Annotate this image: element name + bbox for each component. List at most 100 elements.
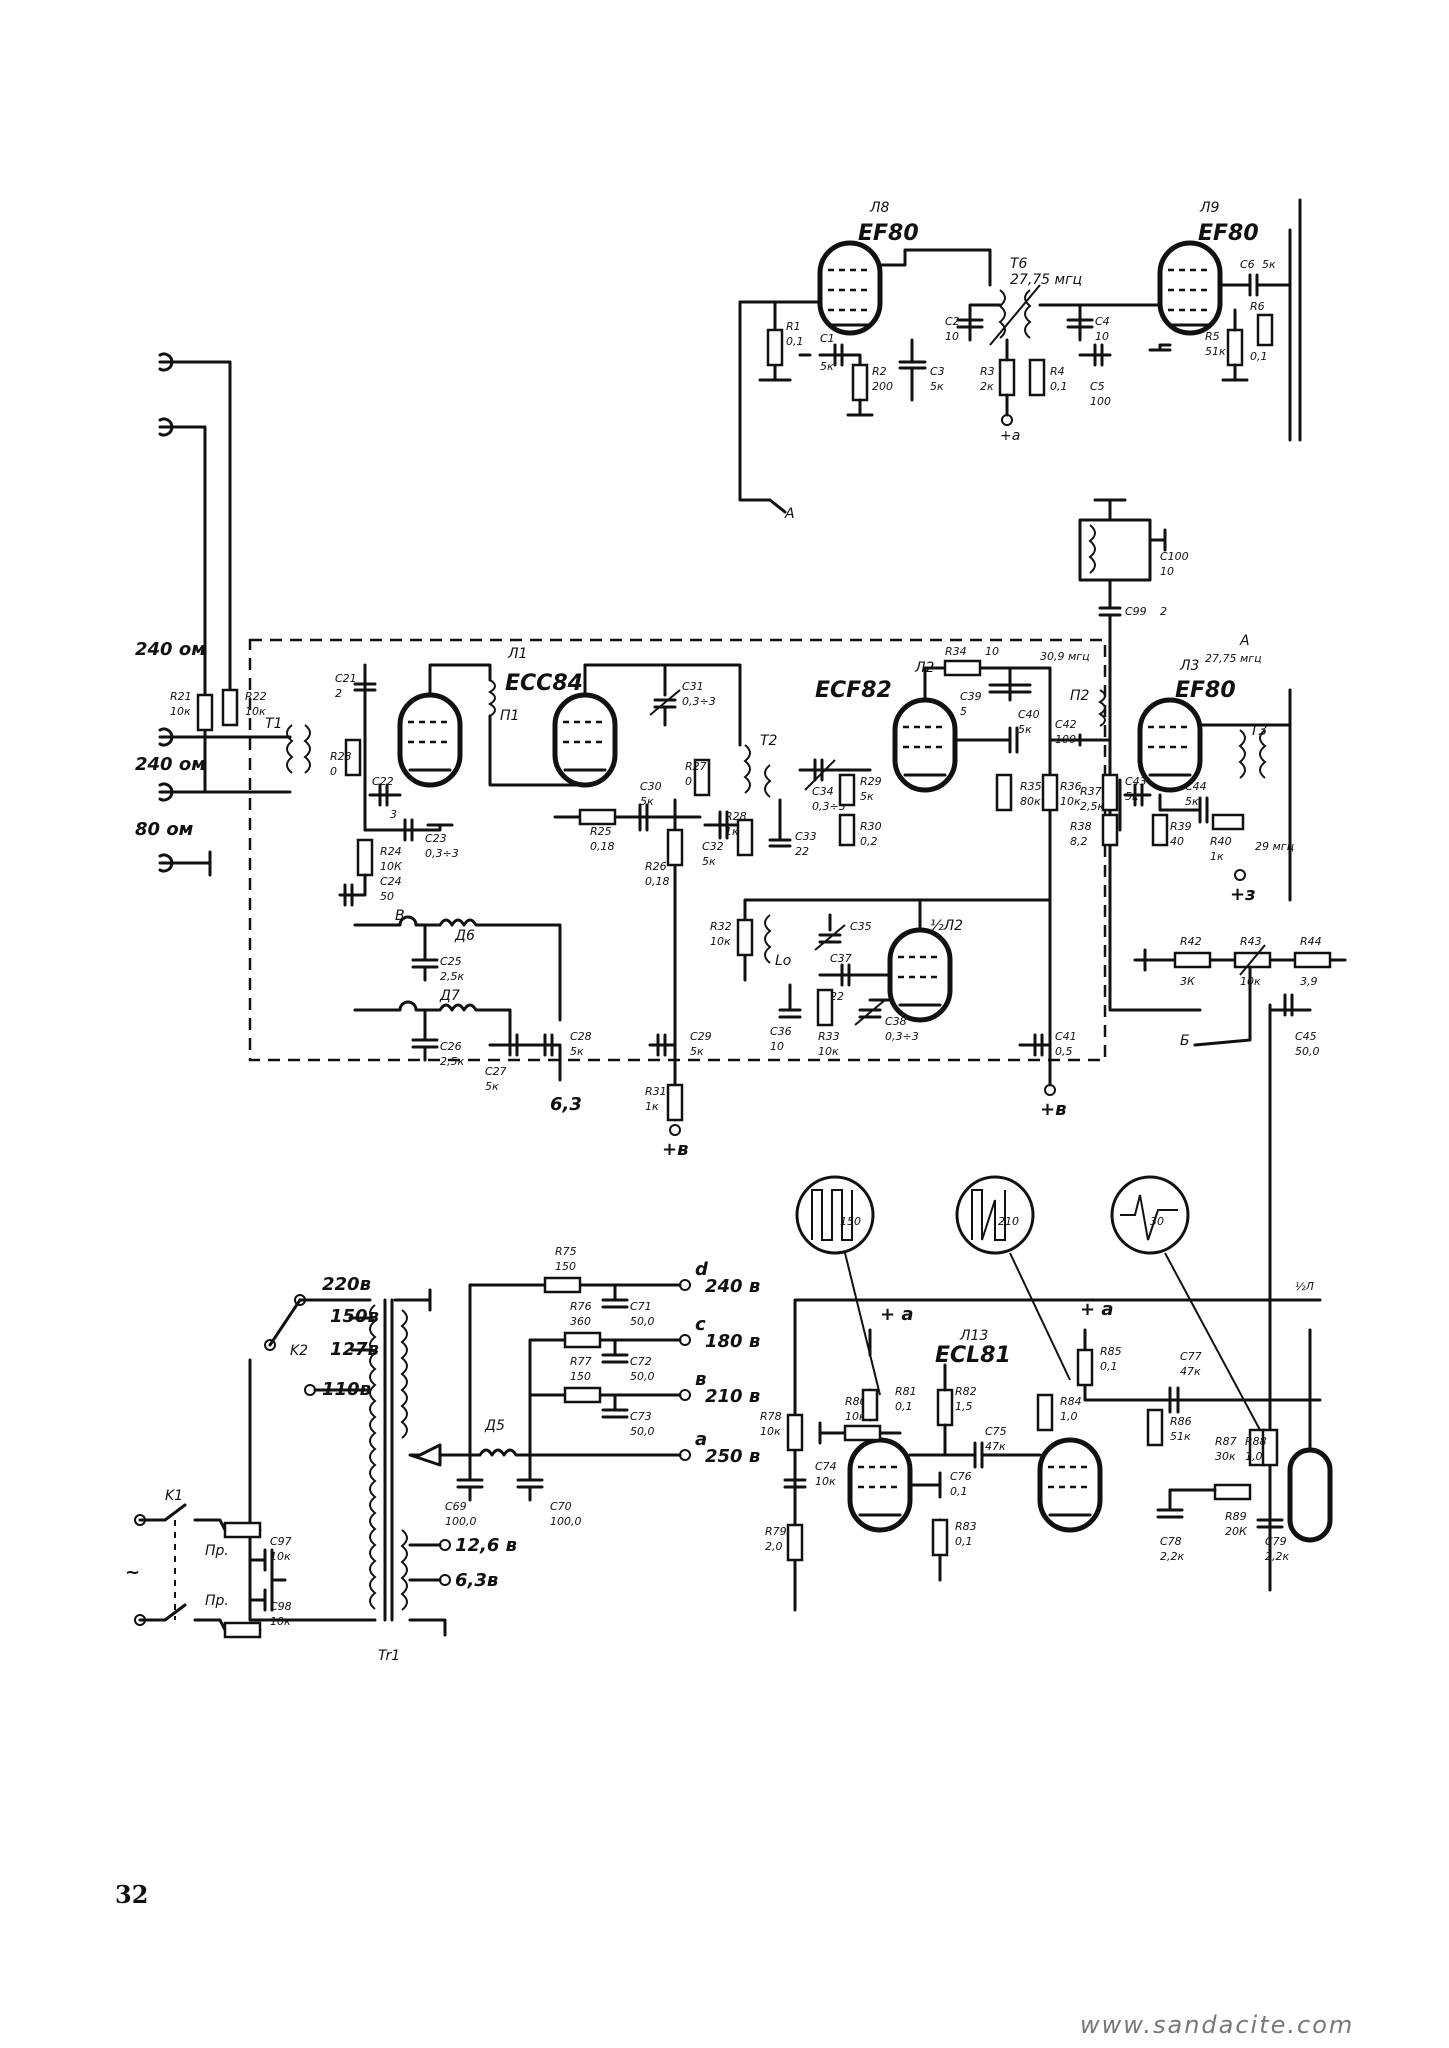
- svg-text:360: 360: [570, 1315, 591, 1328]
- svg-text:C6: C6: [1240, 258, 1255, 271]
- svg-text:R79: R79: [765, 1525, 787, 1538]
- sweep-generator: 150 210 30 + a + a ½Л Л13 ECL81: [760, 1175, 1333, 1612]
- svg-text:C71: C71: [630, 1300, 652, 1313]
- svg-text:2,0: 2,0: [765, 1540, 783, 1553]
- svg-text:C99: C99: [1125, 605, 1147, 618]
- svg-text:3,9: 3,9: [1300, 975, 1318, 988]
- transformer-t1: T1: [265, 716, 311, 774]
- svg-text:R38: R38: [1070, 820, 1092, 833]
- r86: [1146, 1408, 1164, 1447]
- svg-text:5к: 5к: [1018, 723, 1032, 736]
- r4: [1028, 358, 1046, 397]
- svg-text:10к: 10к: [170, 705, 191, 718]
- svg-text:R83: R83: [955, 1520, 977, 1533]
- svg-text:50,0: 50,0: [1295, 1045, 1320, 1058]
- svg-text:R2: R2: [872, 365, 887, 378]
- svg-text:C69: C69: [445, 1500, 467, 1513]
- svg-text:R76: R76: [570, 1300, 592, 1313]
- svg-text:30,9 мгц: 30,9 мгц: [1040, 650, 1090, 663]
- svg-text:5к: 5к: [702, 855, 716, 868]
- svg-text:0,1: 0,1: [955, 1535, 973, 1548]
- svg-text:R30: R30: [860, 820, 882, 833]
- svg-text:R80: R80: [845, 1395, 867, 1408]
- svg-text:+з: +з: [1230, 884, 1256, 905]
- svg-text:C79: C79: [1265, 1535, 1287, 1548]
- tube-l13-type: ECL81: [935, 1343, 1011, 1368]
- svg-text:A: A: [1239, 633, 1250, 649]
- svg-text:22: 22: [795, 845, 809, 858]
- svg-text:1,0: 1,0: [1245, 1450, 1263, 1463]
- svg-text:0,1: 0,1: [1250, 350, 1268, 363]
- svg-text:R1: R1: [786, 320, 801, 333]
- svg-text:12,6 в: 12,6 в: [455, 1535, 517, 1556]
- svg-text:R35: R35: [1020, 780, 1042, 793]
- svg-text:C73: C73: [630, 1410, 652, 1423]
- svg-text:+в: +в: [662, 1139, 688, 1160]
- svg-text:T2: T2: [760, 733, 778, 749]
- svg-text:10к: 10к: [1060, 795, 1081, 808]
- svg-text:2,5к: 2,5к: [1080, 800, 1104, 813]
- r21: [196, 693, 214, 732]
- svg-text:R78: R78: [760, 1410, 782, 1423]
- svg-text:10к: 10к: [818, 1045, 839, 1058]
- svg-text:R82: R82: [955, 1385, 977, 1398]
- tube-l9-ref: Л9: [1199, 200, 1220, 216]
- svg-text:C3: C3: [930, 365, 945, 378]
- svg-text:C22: C22: [372, 775, 394, 788]
- svg-text:+a: +a: [1000, 428, 1020, 444]
- svg-text:K1: K1: [165, 1488, 183, 1504]
- svg-text:~: ~: [125, 1562, 140, 1583]
- svg-text:R86: R86: [1170, 1415, 1192, 1428]
- waveform-2: 210: [955, 1175, 1071, 1381]
- r39: [1151, 813, 1169, 847]
- svg-text:Tr1: Tr1: [378, 1648, 400, 1664]
- svg-text:C27: C27: [485, 1065, 507, 1078]
- svg-text:П2: П2: [1070, 688, 1090, 704]
- if-block: C100 10 C99 2 Л3 EF80 R37 2,5к C43 5к R3…: [1070, 498, 1347, 1592]
- svg-text:5к: 5к: [1185, 795, 1199, 808]
- r34: [943, 659, 982, 677]
- svg-text:10к: 10к: [270, 1550, 291, 1563]
- r30: [838, 813, 856, 847]
- svg-text:C31: C31: [682, 680, 704, 693]
- svg-text:10к: 10к: [245, 705, 266, 718]
- svg-text:30к: 30к: [1215, 1450, 1236, 1463]
- svg-text:51к: 51к: [1205, 345, 1226, 358]
- svg-text:R21: R21: [170, 690, 192, 703]
- svg-text:8,2: 8,2: [1070, 835, 1088, 848]
- svg-text:R85: R85: [1100, 1345, 1122, 1358]
- svg-text:210 в: 210 в: [705, 1386, 760, 1407]
- svg-text:R26: R26: [645, 860, 667, 873]
- svg-text:C75: C75: [985, 1425, 1007, 1438]
- r89: [1213, 1483, 1252, 1501]
- svg-text:0,2: 0,2: [860, 835, 878, 848]
- waveform-3: 30: [1110, 1175, 1261, 1431]
- svg-text:C23: C23: [425, 832, 447, 845]
- svg-text:C97: C97: [270, 1535, 292, 1548]
- svg-text:2: 2: [335, 687, 342, 700]
- tube-l13-right: [1037, 1437, 1103, 1533]
- svg-text:0,3÷3: 0,3÷3: [425, 847, 459, 860]
- svg-text:10к: 10к: [760, 1425, 781, 1438]
- svg-text:47к: 47к: [1180, 1365, 1201, 1378]
- svg-text:Б: Б: [1180, 1033, 1190, 1049]
- svg-text:C98: C98: [270, 1600, 292, 1613]
- svg-text:150: 150: [555, 1260, 576, 1273]
- watermark: www.sandacite.com: [1080, 2011, 1354, 2039]
- svg-text:5к: 5к: [690, 1045, 704, 1058]
- svg-text:R27: R27: [685, 760, 707, 773]
- tube-l13-ref: Л13: [959, 1328, 988, 1344]
- svg-text:C33: C33: [795, 830, 817, 843]
- svg-text:10к: 10к: [710, 935, 731, 948]
- r31: [666, 1083, 684, 1122]
- svg-text:T6: T6: [1010, 256, 1028, 272]
- input-240-ohm-a: 240 ом: [135, 639, 206, 660]
- svg-text:10: 10: [945, 330, 959, 343]
- svg-text:Пр.: Пр.: [205, 1593, 229, 1609]
- svg-text:R88: R88: [1245, 1435, 1267, 1448]
- r37: [1101, 773, 1119, 812]
- svg-text:C44: C44: [1185, 780, 1207, 793]
- r36: [1041, 773, 1059, 812]
- svg-text:51к: 51к: [1170, 1430, 1191, 1443]
